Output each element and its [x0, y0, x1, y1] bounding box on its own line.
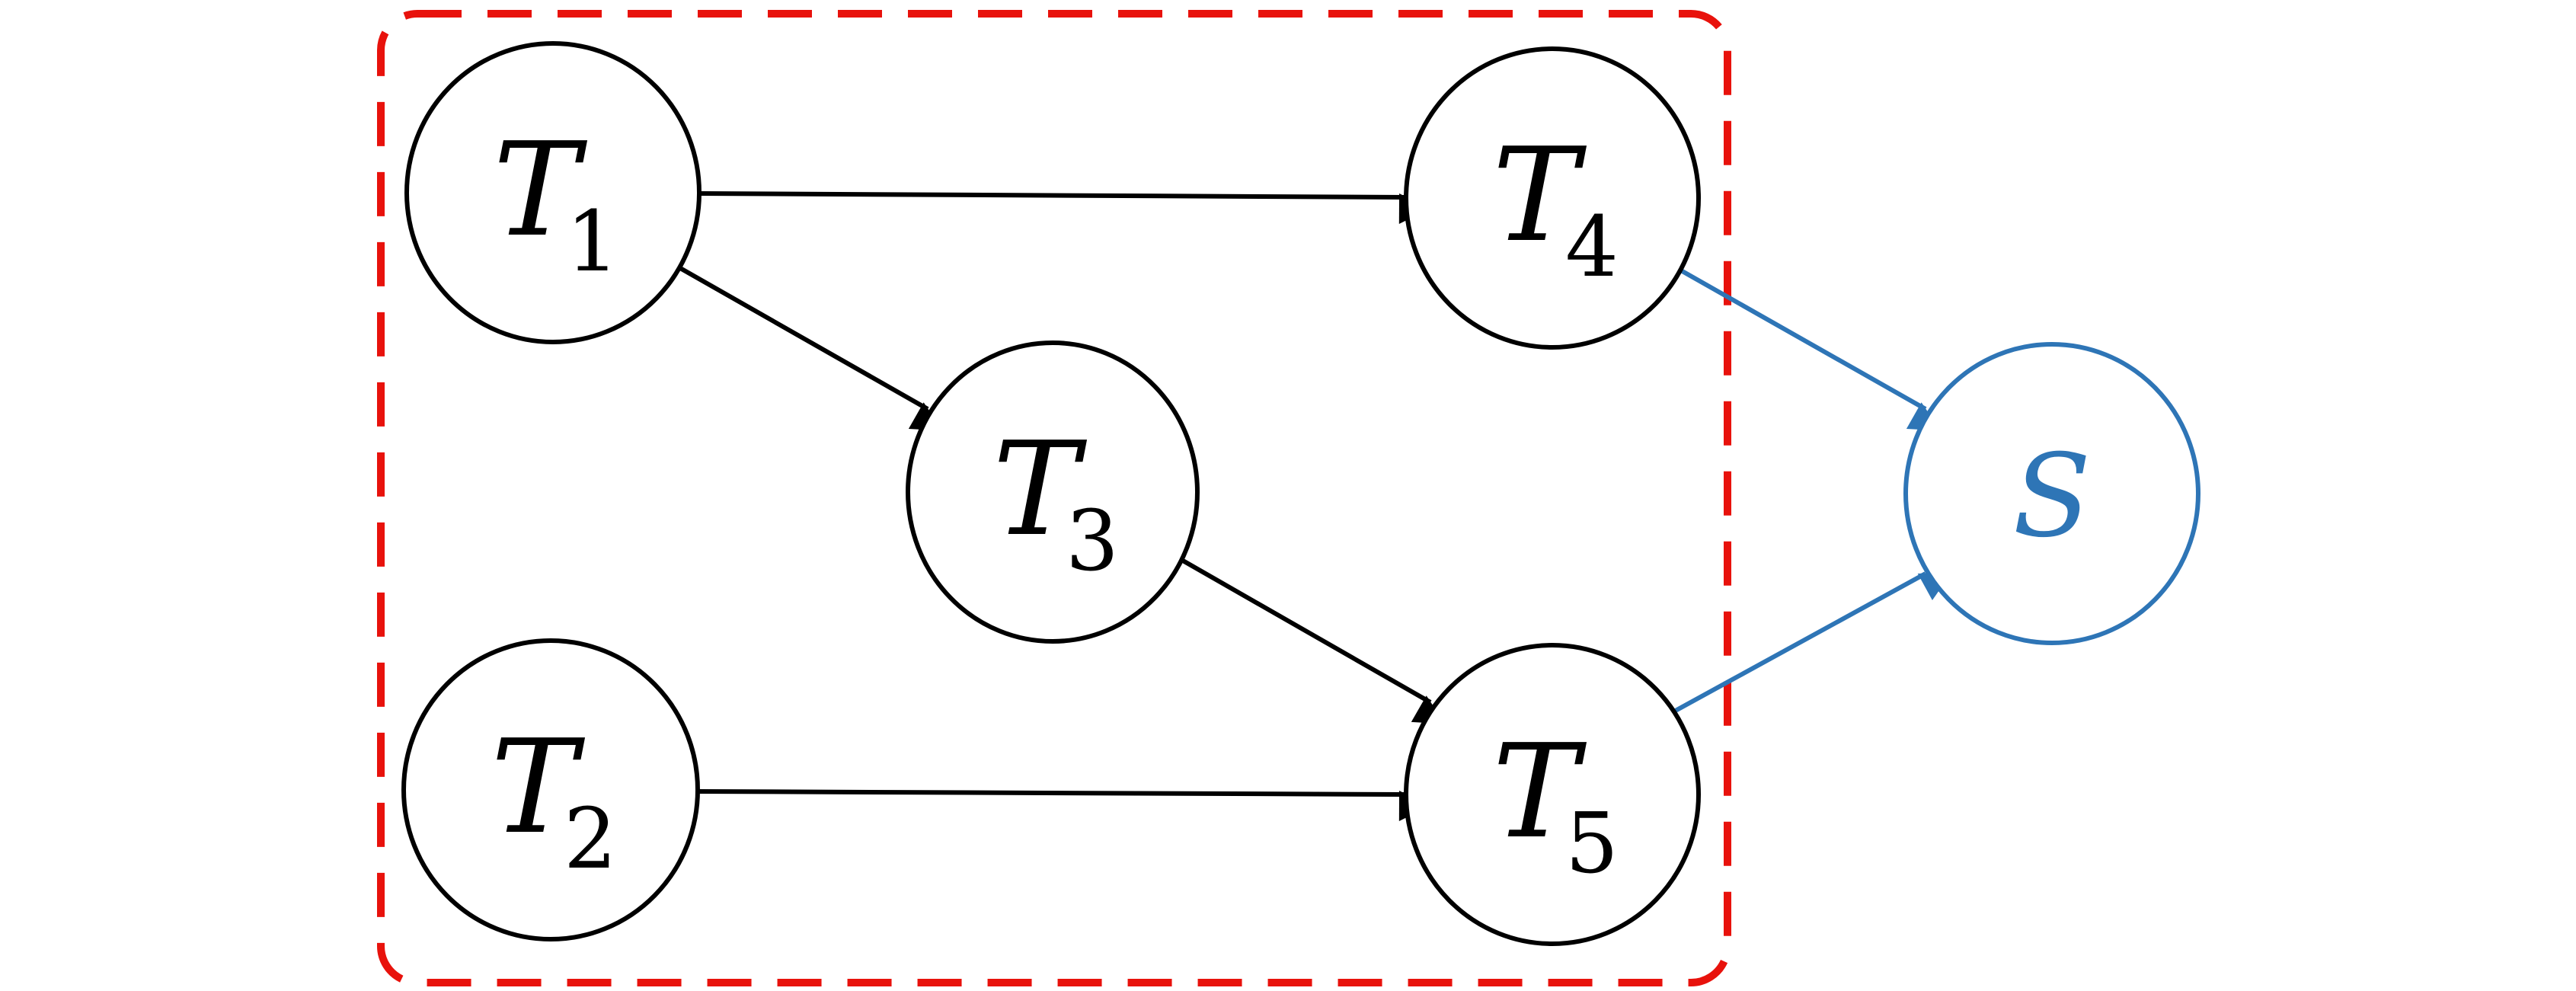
- node-t1-subscript: 1: [566, 193, 619, 290]
- edge-t1-to-t4: [698, 191, 1430, 224]
- dashed-group-border: [377, 10, 1731, 986]
- node-s-circle: [1903, 342, 2200, 645]
- node-t3-circle: [906, 340, 1200, 644]
- node-t4: T4: [1404, 46, 1701, 350]
- node-t5: T5: [1404, 643, 1701, 946]
- node-t2-subscript: 2: [564, 790, 617, 887]
- node-t2: T2: [401, 638, 700, 941]
- node-t2-label: T: [491, 712, 585, 863]
- node-t5-subscript: 5: [1565, 794, 1619, 892]
- edge-t5-to-s: [1671, 571, 1952, 714]
- node-t1: T1: [404, 41, 702, 344]
- node-t5-label: T: [1492, 717, 1587, 868]
- node-t3: T3: [906, 340, 1200, 644]
- node-t3-subscript: 3: [1066, 492, 1119, 590]
- node-t3-label: T: [992, 414, 1087, 565]
- node-t2-circle: [401, 638, 700, 941]
- edge-t1-to-t3: [679, 266, 943, 431]
- edge-t4-to-s: [1673, 264, 1941, 431]
- edge-t2-to-t5: [697, 789, 1430, 821]
- node-s: S: [1903, 342, 2200, 645]
- node-t4-subscript: 4: [1565, 198, 1619, 296]
- node-t1-circle: [404, 41, 702, 344]
- edge-t3-to-t5: [1181, 558, 1446, 724]
- node-s-label: S: [2013, 430, 2092, 563]
- node-t4-label: T: [1492, 120, 1587, 271]
- node-t4-circle: [1404, 46, 1701, 350]
- node-t1-label: T: [493, 115, 587, 266]
- edges-layer: [679, 191, 1952, 821]
- node-t5-circle: [1404, 643, 1701, 946]
